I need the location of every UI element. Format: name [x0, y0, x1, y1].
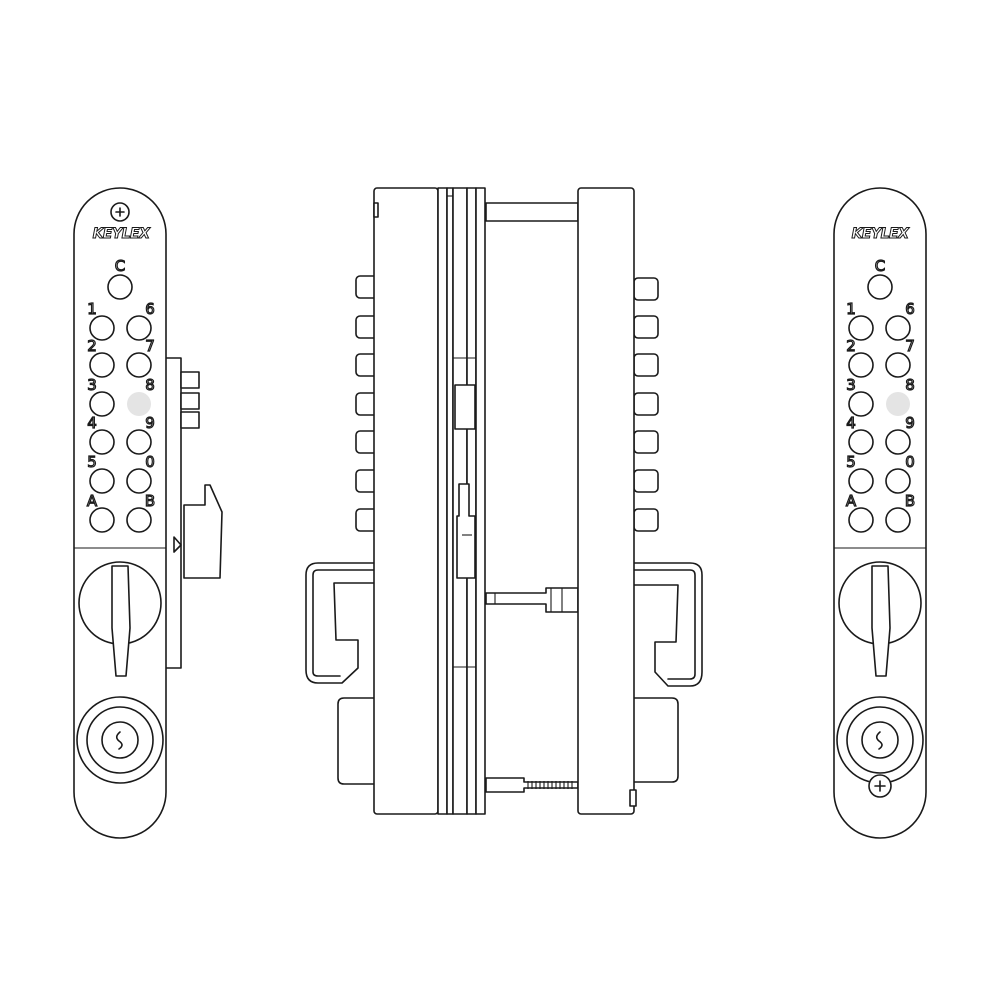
key-cylinder[interactable] [76, 696, 164, 784]
key-3[interactable] [89, 391, 115, 417]
key-clear[interactable] [107, 274, 133, 300]
key-label: 4 [87, 414, 97, 432]
key-6[interactable] [126, 315, 152, 341]
key-label: 7 [905, 337, 915, 355]
key-label: 2 [87, 337, 97, 355]
brand-logo: KEYLEX [93, 226, 152, 242]
latch-bracket [165, 357, 223, 669]
key-label: 8 [905, 376, 915, 394]
key-label: 9 [905, 414, 915, 432]
outer-body-left [373, 187, 454, 815]
key-label: 3 [87, 376, 97, 394]
key-5[interactable] [848, 468, 874, 494]
key-3[interactable] [848, 391, 874, 417]
key-label: B [905, 492, 915, 510]
key-b[interactable] [126, 507, 152, 533]
key-label: A [87, 492, 98, 510]
door-core [452, 187, 486, 815]
cylinder-housing-left [337, 697, 377, 785]
key-8-blank [127, 392, 151, 416]
latch-window-upper [454, 384, 476, 430]
key-label: 4 [846, 414, 856, 432]
key-9[interactable] [885, 429, 911, 455]
key-b[interactable] [885, 507, 911, 533]
key-label: A [846, 492, 857, 510]
key-label: 0 [905, 453, 915, 471]
key-cylinder[interactable] [836, 696, 924, 784]
key-label: 2 [846, 337, 856, 355]
key-2[interactable] [848, 352, 874, 378]
connecting-rods [485, 202, 579, 793]
top-rod [485, 202, 579, 222]
key-stubs-right [633, 277, 659, 532]
lever-handle[interactable] [838, 561, 922, 677]
cylinder-housing-right [629, 697, 679, 783]
screw-thread [527, 781, 573, 789]
key-a[interactable] [848, 507, 874, 533]
key-stubs-left [355, 275, 379, 532]
keypad: C 1 6 2 7 3 8 4 9 5 0 A B [845, 256, 916, 533]
key-7[interactable] [126, 352, 152, 378]
lock-faceplate [833, 187, 927, 839]
brand-logo: KEYLEX [852, 226, 911, 242]
key-9[interactable] [126, 429, 152, 455]
front-view-right: KEYLEX C 1 6 2 7 3 8 4 9 5 0 A [833, 187, 927, 839]
key-1[interactable] [89, 315, 115, 341]
key-0[interactable] [126, 468, 152, 494]
lever-handle-side-right [629, 562, 703, 687]
key-label: 3 [846, 376, 856, 394]
key-label: 1 [846, 300, 856, 318]
latch-bolt [456, 483, 476, 579]
key-label: 9 [145, 414, 155, 432]
key-5[interactable] [89, 468, 115, 494]
key-label: 0 [145, 453, 155, 471]
keyway-icon [115, 731, 123, 750]
key-2[interactable] [89, 352, 115, 378]
key-7[interactable] [885, 352, 911, 378]
key-clear[interactable] [867, 274, 893, 300]
key-label: 6 [145, 300, 155, 318]
key-label: 1 [87, 300, 97, 318]
key-label: 7 [145, 337, 155, 355]
keypad: C 1 6 2 7 3 8 4 9 5 0 A B [86, 256, 156, 533]
side-view-center [305, 187, 703, 815]
key-label: 6 [905, 300, 915, 318]
key-label: B [145, 492, 155, 510]
key-label-clear: C [875, 257, 885, 275]
top-screw-icon [110, 202, 130, 222]
key-1[interactable] [848, 315, 874, 341]
key-a[interactable] [89, 507, 115, 533]
key-4[interactable] [848, 429, 874, 455]
key-label: 8 [145, 376, 155, 394]
key-label: 5 [87, 453, 97, 471]
key-label: 5 [846, 453, 856, 471]
lock-faceplate [73, 187, 167, 839]
key-8-blank [886, 392, 910, 416]
keyway-icon [875, 731, 883, 750]
key-4[interactable] [89, 429, 115, 455]
outer-body-right [577, 187, 637, 815]
key-label-clear: C [115, 257, 125, 275]
lever-handle[interactable] [78, 561, 162, 677]
middle-spindle [485, 587, 579, 613]
lever-handle-side-left [305, 562, 377, 684]
key-6[interactable] [885, 315, 911, 341]
bottom-screw-icon [868, 774, 892, 798]
front-view-left: KEYLEX C 1 6 2 7 3 8 4 9 5 0 A [73, 187, 223, 839]
key-0[interactable] [885, 468, 911, 494]
